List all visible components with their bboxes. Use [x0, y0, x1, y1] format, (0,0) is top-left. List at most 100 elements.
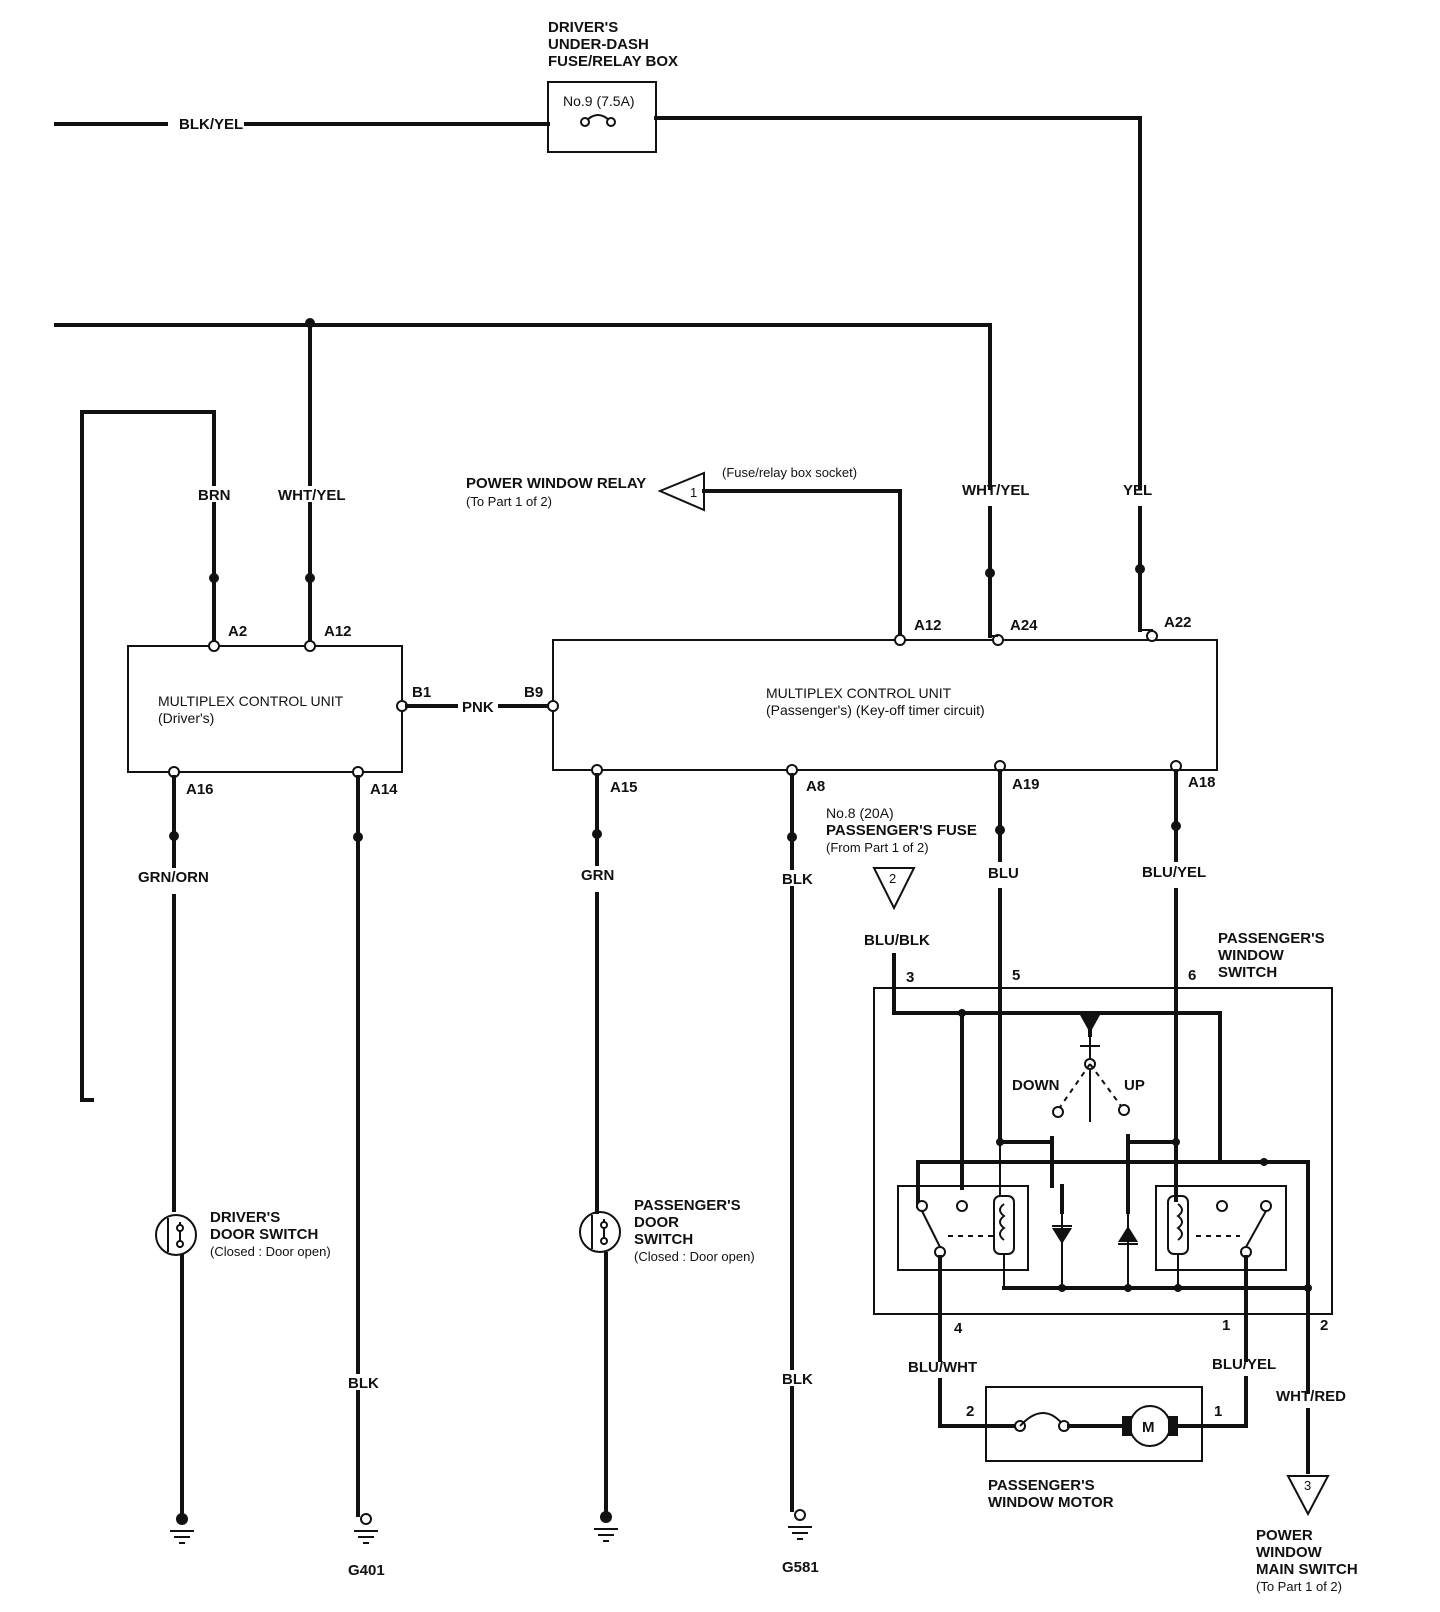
- ground-g401-symbol: [354, 1530, 378, 1544]
- passenger-fuse-line-1: No.8 (20A): [826, 805, 894, 821]
- switch-pin-5-label: 5: [1012, 967, 1020, 984]
- wire-label-blu-blk: BLU/BLK: [864, 932, 930, 949]
- wire-label-blk-a8: BLK: [782, 871, 813, 888]
- switch-pin-4-label: 4: [954, 1320, 963, 1337]
- wire-label-wht-yel-left: WHT/YEL: [278, 487, 346, 504]
- passenger-pin-a18-label: A18: [1188, 774, 1216, 791]
- passenger-pin-a19-label: A19: [1012, 776, 1040, 793]
- driver-door-switch-line-3: (Closed : Door open): [210, 1244, 331, 1259]
- passenger-fuse-reference: No.8 (20A) PASSENGER'S FUSE (From Part 1…: [826, 805, 977, 911]
- ground-g581-label: G581: [782, 1559, 819, 1576]
- main-switch-line-1: POWER: [1256, 1527, 1313, 1544]
- passenger-pin-a12: [894, 634, 906, 646]
- passenger-pin-b9: [547, 700, 559, 712]
- driver-door-switch: DRIVER'S DOOR SWITCH (Closed : Door open…: [155, 1209, 331, 1259]
- power-window-main-switch-reference: 3 POWER WINDOW MAIN SWITCH (To Part 1 of…: [1256, 1475, 1358, 1594]
- passenger-fuse-line-3: (From Part 1 of 2): [826, 840, 929, 855]
- window-motor-title-line-2: WINDOW MOTOR: [988, 1494, 1114, 1511]
- relay-ref-socket: (Fuse/relay box socket): [722, 465, 857, 480]
- passenger-pin-b9-label: B9: [524, 684, 543, 701]
- wire-brn: [80, 410, 216, 1102]
- left-relay: [897, 1185, 1029, 1271]
- relay-ref-subtitle: (To Part 1 of 2): [466, 494, 552, 509]
- passenger-pin-a24-label: A24: [1010, 617, 1038, 634]
- main-switch-number: 3: [1304, 1478, 1311, 1493]
- passenger-door-switch-symbol: [579, 1211, 621, 1253]
- driver-pin-a12-label: A12: [324, 623, 352, 640]
- wire-label-blu-wht: BLU/WHT: [908, 1359, 977, 1376]
- passenger-mcu-title: MULTIPLEX CONTROL UNIT: [766, 685, 952, 701]
- passenger-pin-a22: [1146, 630, 1158, 642]
- main-switch-line-3: MAIN SWITCH: [1256, 1561, 1358, 1578]
- driver-door-switch-line-2: DOOR SWITCH: [210, 1226, 318, 1243]
- wire-label-blk-yel: BLK/YEL: [179, 116, 243, 133]
- window-switch-title-line-2: WINDOW: [1218, 947, 1285, 964]
- fuse-box-title-line-3: FUSE/RELAY BOX: [548, 53, 678, 70]
- switch-up-label: UP: [1124, 1077, 1145, 1094]
- passenger-window-motor: 2 1 M PASSENGER'S WINDOW MOTOR: [966, 1386, 1222, 1511]
- wire-label-blu: BLU: [988, 865, 1019, 882]
- wire-label-brn: BRN: [198, 487, 231, 504]
- wire-relay: [702, 489, 902, 638]
- passenger-pin-a12-label: A12: [914, 617, 942, 634]
- passenger-multiplex-control-unit: MULTIPLEX CONTROL UNIT (Passenger's) (Ke…: [524, 614, 1218, 796]
- motor-m-label: M: [1142, 1419, 1155, 1436]
- motor-pin-2-label: 2: [966, 1403, 974, 1420]
- passenger-pin-a22-label: A22: [1164, 614, 1192, 631]
- right-relay: [1155, 1185, 1287, 1271]
- switch-pin-3-label: 3: [906, 969, 914, 986]
- fuse-box-title-line-2: UNDER-DASH: [548, 36, 649, 53]
- wire-blu-blk: [892, 953, 1222, 1162]
- driver-door-switch-symbol: [155, 1214, 197, 1256]
- driver-pin-a2-label: A2: [228, 623, 247, 640]
- fuse-no9-label: No.9 (7.5A): [563, 93, 635, 109]
- driver-pin-b1-label: B1: [412, 684, 431, 701]
- passenger-fuse-line-2: PASSENGER'S FUSE: [826, 822, 977, 839]
- driver-multiplex-control-unit: MULTIPLEX CONTROL UNIT (Driver's) A2 A12…: [127, 623, 431, 798]
- passenger-door-switch: PASSENGER'S DOOR SWITCH (Closed : Door o…: [579, 1197, 755, 1264]
- main-switch-triangle: [1286, 1475, 1330, 1517]
- passenger-door-switch-line-3: SWITCH: [634, 1231, 693, 1248]
- switch-pin-2-label: 2: [1320, 1317, 1328, 1334]
- wire-label-wht-yel-right: WHT/YEL: [962, 482, 1030, 499]
- passenger-pin-a8-label: A8: [806, 778, 825, 795]
- wire-label-blk-g401: BLK: [348, 1375, 379, 1392]
- passenger-pin-a15-label: A15: [610, 779, 638, 796]
- switch-down-label: DOWN: [1012, 1077, 1060, 1094]
- relay-ref-triangle: [657, 471, 705, 512]
- wire-label-wht-red: WHT/RED: [1276, 1388, 1346, 1405]
- window-motor-title-line-1: PASSENGER'S: [988, 1477, 1095, 1494]
- main-switch-line-4: (To Part 1 of 2): [1256, 1579, 1342, 1594]
- ground-g401-label: G401: [348, 1562, 385, 1579]
- window-motor-box: [985, 1386, 1203, 1462]
- passenger-fuse-number: 2: [889, 871, 896, 886]
- window-switch-outline: [873, 987, 1333, 1315]
- switch-pin-6-label: 6: [1188, 967, 1196, 984]
- wire-label-blk-g581: BLK: [782, 1371, 813, 1388]
- driver-pin-a2: [208, 640, 220, 652]
- passenger-door-switch-line-4: (Closed : Door open): [634, 1249, 755, 1264]
- main-switch-line-2: WINDOW: [1256, 1544, 1323, 1561]
- wire-label-pnk: PNK: [462, 699, 494, 716]
- driver-pin-a14-label: A14: [370, 781, 398, 798]
- passenger-fuse-triangle: [872, 867, 916, 911]
- power-window-relay-reference: POWER WINDOW RELAY (To Part 1 of 2) 1 (F…: [466, 465, 857, 512]
- window-switch-title-line-3: SWITCH: [1218, 964, 1277, 981]
- switch-pin-1-label: 1: [1222, 1317, 1230, 1334]
- passenger-window-switch: PASSENGER'S WINDOW SWITCH 3 5 6 DOWN UP: [873, 930, 1333, 1474]
- wire-label-grn: GRN: [581, 867, 614, 884]
- passenger-door-switch-line-1: PASSENGER'S: [634, 1197, 741, 1214]
- wire-blu-wht: [938, 1378, 1016, 1428]
- driver-mcu-box: [127, 645, 403, 773]
- wire-label-blu-yel-bottom: BLU/YEL: [1212, 1356, 1276, 1373]
- driver-mcu-title: MULTIPLEX CONTROL UNIT: [158, 693, 344, 709]
- wire-label-grn-orn: GRN/ORN: [138, 869, 209, 886]
- wire-label-yel: YEL: [1123, 482, 1152, 499]
- fuse-box-title-line-1: DRIVER'S: [548, 19, 618, 36]
- driver-pin-a16-label: A16: [186, 781, 214, 798]
- window-switch-title-line-1: PASSENGER'S: [1218, 930, 1325, 947]
- under-dash-fuse-relay-box: DRIVER'S UNDER-DASH FUSE/RELAY BOX No.9 …: [547, 19, 678, 153]
- motor-breaker-symbol: [1019, 1412, 1065, 1427]
- driver-mcu-subtitle: (Driver's): [158, 710, 214, 726]
